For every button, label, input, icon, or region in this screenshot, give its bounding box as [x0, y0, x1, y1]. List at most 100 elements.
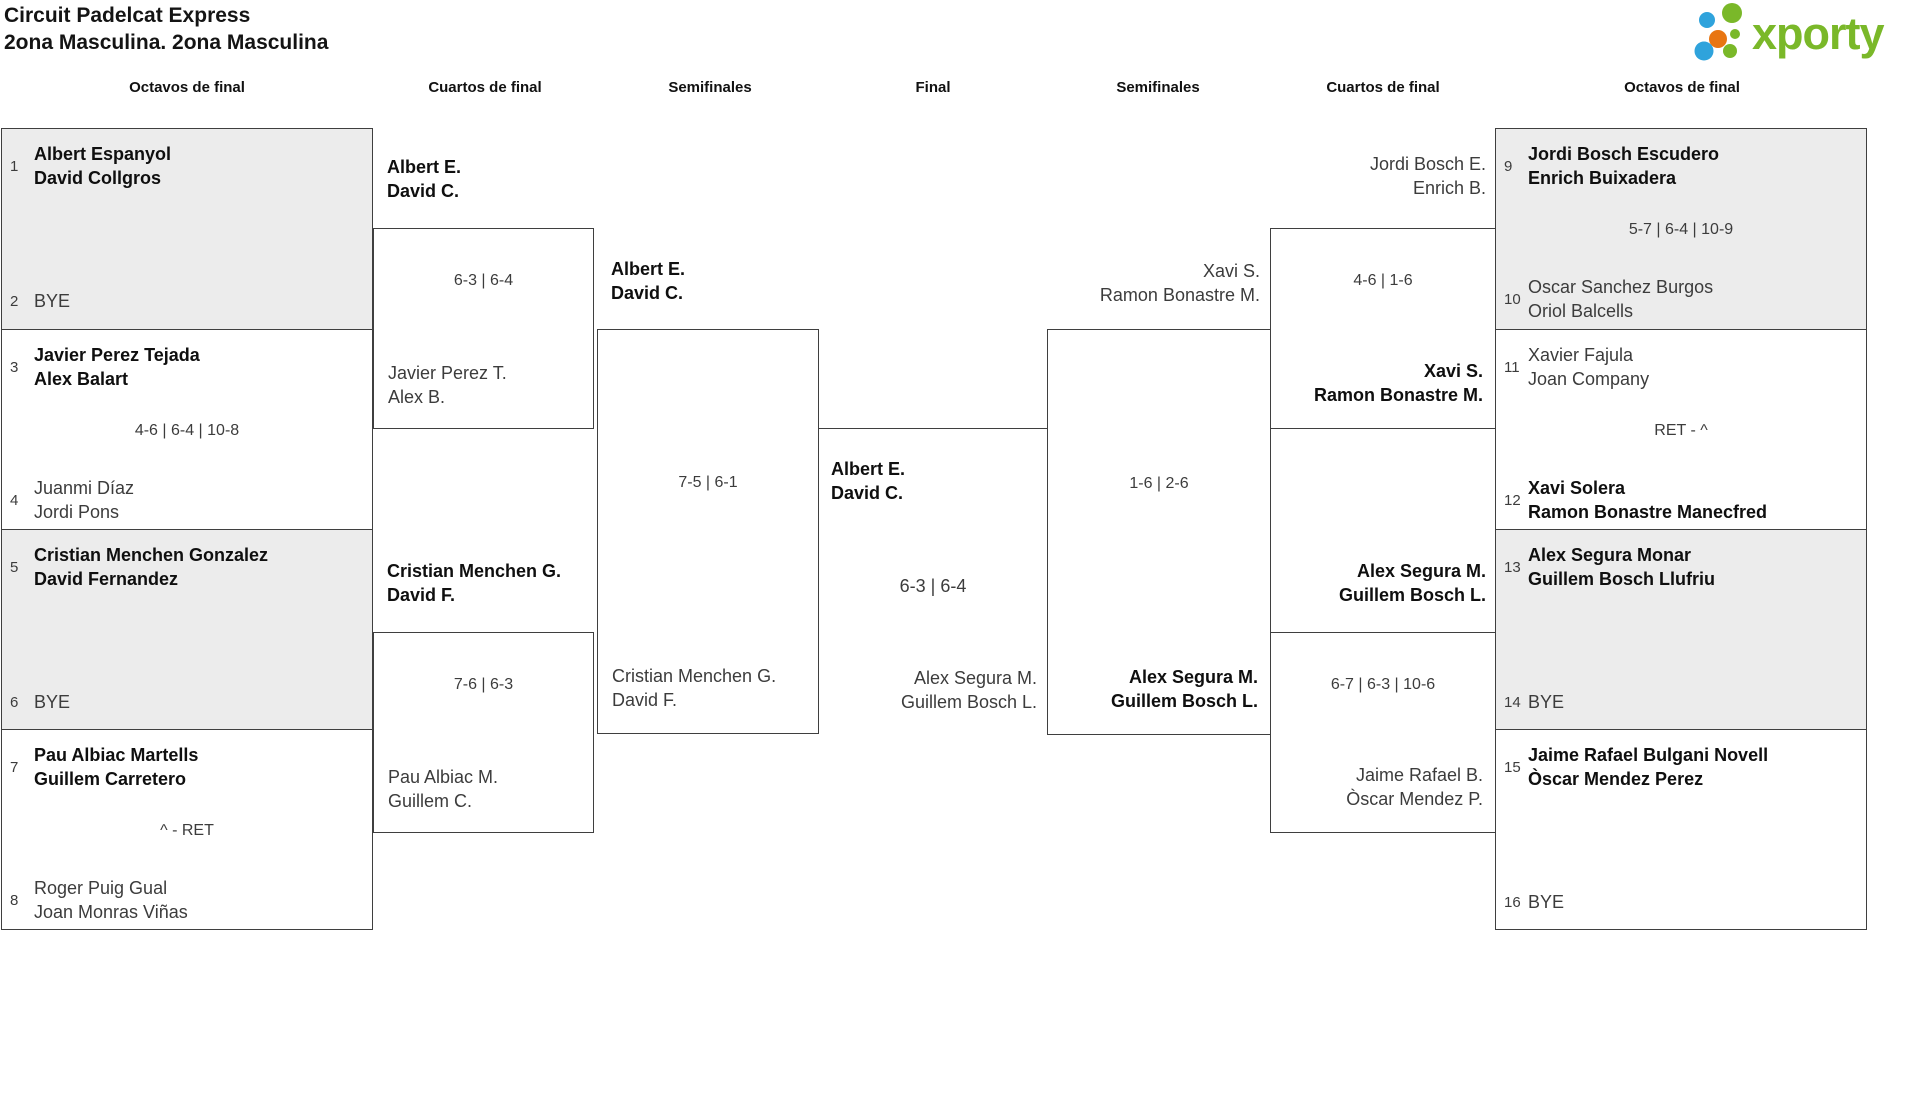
- player-name: Jaime Rafael Bulgani Novell: [1528, 745, 1769, 765]
- player-name: Jaime Rafael B.: [1355, 765, 1483, 785]
- qf-left-2-winner-label: Cristian Menchen G. David F.: [387, 559, 561, 607]
- seed-number: 4: [10, 491, 19, 509]
- team-entry: 14 BYE: [1504, 690, 1564, 714]
- team-entry: 11 Xavier Fajula Joan Company: [1504, 343, 1649, 391]
- match-box-r16-left-3[interactable]: 5 Cristian Menchen Gonzalez David Fernan…: [1, 529, 373, 730]
- team-entry: 2 BYE: [10, 289, 70, 313]
- seed-number: 15: [1504, 758, 1521, 776]
- player-name: Alex Segura M.: [913, 668, 1037, 688]
- xporty-dots-icon: [1694, 3, 1742, 61]
- player-name: Cristian Menchen Gonzalez: [34, 545, 269, 565]
- seed-number: 7: [10, 758, 19, 776]
- player-name: Alex Balart: [34, 369, 129, 389]
- player-name: Jordi Pons: [34, 502, 120, 522]
- player-name: David C.: [611, 283, 684, 303]
- player-name: Xavier Fajula: [1528, 345, 1634, 365]
- round-header-cuartos-right: Cuartos de final: [1326, 79, 1440, 96]
- player-name: Ramon Bonastre M.: [1313, 385, 1483, 405]
- match-score: 5-7 | 6-4 | 10-9: [1628, 221, 1734, 238]
- team-entry: 10 Oscar Sanchez Burgos Oriol Balcells: [1504, 275, 1713, 323]
- final-champion-label: Albert E. David C.: [831, 457, 905, 505]
- match-box-r16-right-3[interactable]: 13 Alex Segura Monar Guillem Bosch Llufr…: [1495, 529, 1867, 730]
- player-name: BYE: [1528, 892, 1565, 912]
- team-entry: Pau Albiac M. Guillem C.: [388, 765, 498, 813]
- match-box-qf-right-1[interactable]: 4-6 | 1-6 Xavi S. Ramon Bonastre M.: [1270, 228, 1496, 429]
- player-name: David C.: [831, 483, 904, 503]
- player-name: Alex Segura M.: [1356, 561, 1486, 581]
- player-name: Javier Perez Tejada: [34, 345, 200, 365]
- match-score: 6-7 | 6-3 | 10-6: [1330, 676, 1436, 693]
- player-name: Guillem Bosch Llufriu: [1528, 569, 1716, 589]
- player-name: David C.: [387, 181, 460, 201]
- player-name: Albert E.: [611, 259, 686, 279]
- team-entry: Jaime Rafael B. Òscar Mendez P.: [1279, 763, 1483, 811]
- sf-left-winner-label: Albert E. David C.: [611, 257, 685, 305]
- match-box-r16-left-4[interactable]: 7 Pau Albiac Martells Guillem Carretero …: [1, 729, 373, 930]
- player-name: Pau Albiac M.: [388, 767, 499, 787]
- team-entry: 3 Javier Perez Tejada Alex Balart: [10, 343, 200, 391]
- seed-number: 11: [1504, 358, 1520, 376]
- seed-number: 13: [1504, 558, 1521, 576]
- match-score: ^ - RET: [160, 822, 214, 839]
- seed-number: 1: [10, 157, 19, 175]
- player-name: Pau Albiac Martells: [34, 745, 199, 765]
- player-name: Xavi S.: [1202, 261, 1260, 281]
- match-box-sf-left[interactable]: 7-5 | 6-1 Cristian Menchen G. David F.: [597, 329, 819, 734]
- seed-number: 5: [10, 558, 19, 576]
- player-name: Ramon Bonastre Manecfred: [1528, 502, 1768, 522]
- team-entry: 8 Roger Puig Gual Joan Monras Viñas: [10, 876, 188, 924]
- team-entry: 13 Alex Segura Monar Guillem Bosch Llufr…: [1504, 543, 1715, 591]
- player-name: Xavi Solera: [1528, 478, 1626, 498]
- player-name: Alex Segura Monar: [1528, 545, 1692, 565]
- player-name: Guillem C.: [388, 791, 473, 811]
- match-score: 6-3 | 6-4: [453, 272, 514, 289]
- team-entry: 7 Pau Albiac Martells Guillem Carretero: [10, 743, 198, 791]
- seed-number: 3: [10, 358, 19, 376]
- round-header-final: Final: [915, 79, 951, 96]
- match-box-qf-left-1[interactable]: 6-3 | 6-4 Javier Perez T. Alex B.: [373, 228, 594, 429]
- player-name: Javier Perez T.: [388, 363, 507, 383]
- match-score: 4-6 | 6-4 | 10-8: [134, 422, 240, 439]
- seed-number: 6: [10, 693, 19, 711]
- round-header-octavos-right: Octavos de final: [1624, 79, 1740, 96]
- player-name: Cristian Menchen G.: [612, 666, 777, 686]
- team-entry: 15 Jaime Rafael Bulgani Novell Òscar Men…: [1504, 743, 1768, 791]
- match-box-r16-left-2[interactable]: 3 Javier Perez Tejada Alex Balart 4-6 | …: [1, 329, 373, 530]
- player-name: Albert Espanyol: [34, 144, 172, 164]
- match-box-r16-right-2[interactable]: 11 Xavier Fajula Joan Company RET - ^ 12…: [1495, 329, 1867, 530]
- final-connector-line: [819, 428, 1048, 429]
- player-name: Albert E.: [387, 157, 462, 177]
- xporty-wordmark: xporty: [1752, 8, 1885, 59]
- match-box-sf-right[interactable]: 1-6 | 2-6 Alex Segura M. Guillem Bosch L…: [1047, 329, 1271, 735]
- round-header-semis-left: Semifinales: [668, 79, 752, 96]
- qf-right-1-top-label: Jordi Bosch E. Enrich B.: [1286, 152, 1486, 200]
- player-name: Roger Puig Gual: [34, 878, 168, 898]
- seed-number: 12: [1504, 491, 1521, 509]
- tournament-name: Circuit Padelcat Express: [4, 4, 251, 27]
- match-box-r16-right-1[interactable]: 9 Jordi Bosch Escudero Enrich Buixadera …: [1495, 128, 1867, 330]
- player-name: Juanmi Díaz: [34, 478, 135, 498]
- match-box-r16-right-4[interactable]: 15 Jaime Rafael Bulgani Novell Òscar Men…: [1495, 729, 1867, 930]
- player-name: David Fernandez: [34, 569, 179, 589]
- player-name: Oscar Sanchez Burgos: [1528, 277, 1714, 297]
- match-score: 4-6 | 1-6: [1353, 272, 1413, 289]
- player-name: Òscar Mendez Perez: [1528, 769, 1704, 789]
- category-name: 2ona Masculina. 2ona Masculina: [4, 31, 329, 54]
- match-score: RET - ^: [1654, 422, 1708, 439]
- player-name: Guillem Bosch L.: [1110, 691, 1258, 711]
- match-box-qf-right-2[interactable]: 6-7 | 6-3 | 10-6 Jaime Rafael B. Òscar M…: [1270, 632, 1496, 833]
- xporty-logo[interactable]: xporty: [1686, 3, 1885, 67]
- qf-left-1-winner-label: Albert E. David C.: [387, 155, 461, 203]
- round-header-octavos-left: Octavos de final: [129, 79, 245, 96]
- team-entry: 12 Xavi Solera Ramon Bonastre Manecfred: [1504, 476, 1767, 524]
- seed-number: 2: [10, 292, 19, 310]
- team-entry: Xavi S. Ramon Bonastre M.: [1279, 359, 1483, 407]
- match-box-qf-left-2[interactable]: 7-6 | 6-3 Pau Albiac M. Guillem C.: [373, 632, 594, 833]
- match-score: 7-6 | 6-3: [453, 676, 514, 693]
- player-name: Jordi Bosch E.: [1369, 154, 1486, 174]
- player-name: Alex Segura M.: [1128, 667, 1258, 687]
- player-name: Joan Monras Viñas: [34, 902, 188, 922]
- seed-number: 10: [1504, 290, 1521, 308]
- player-name: Oriol Balcells: [1528, 301, 1634, 321]
- match-box-r16-left-1[interactable]: 1 Albert Espanyol David Collgros 2 BYE: [1, 128, 373, 330]
